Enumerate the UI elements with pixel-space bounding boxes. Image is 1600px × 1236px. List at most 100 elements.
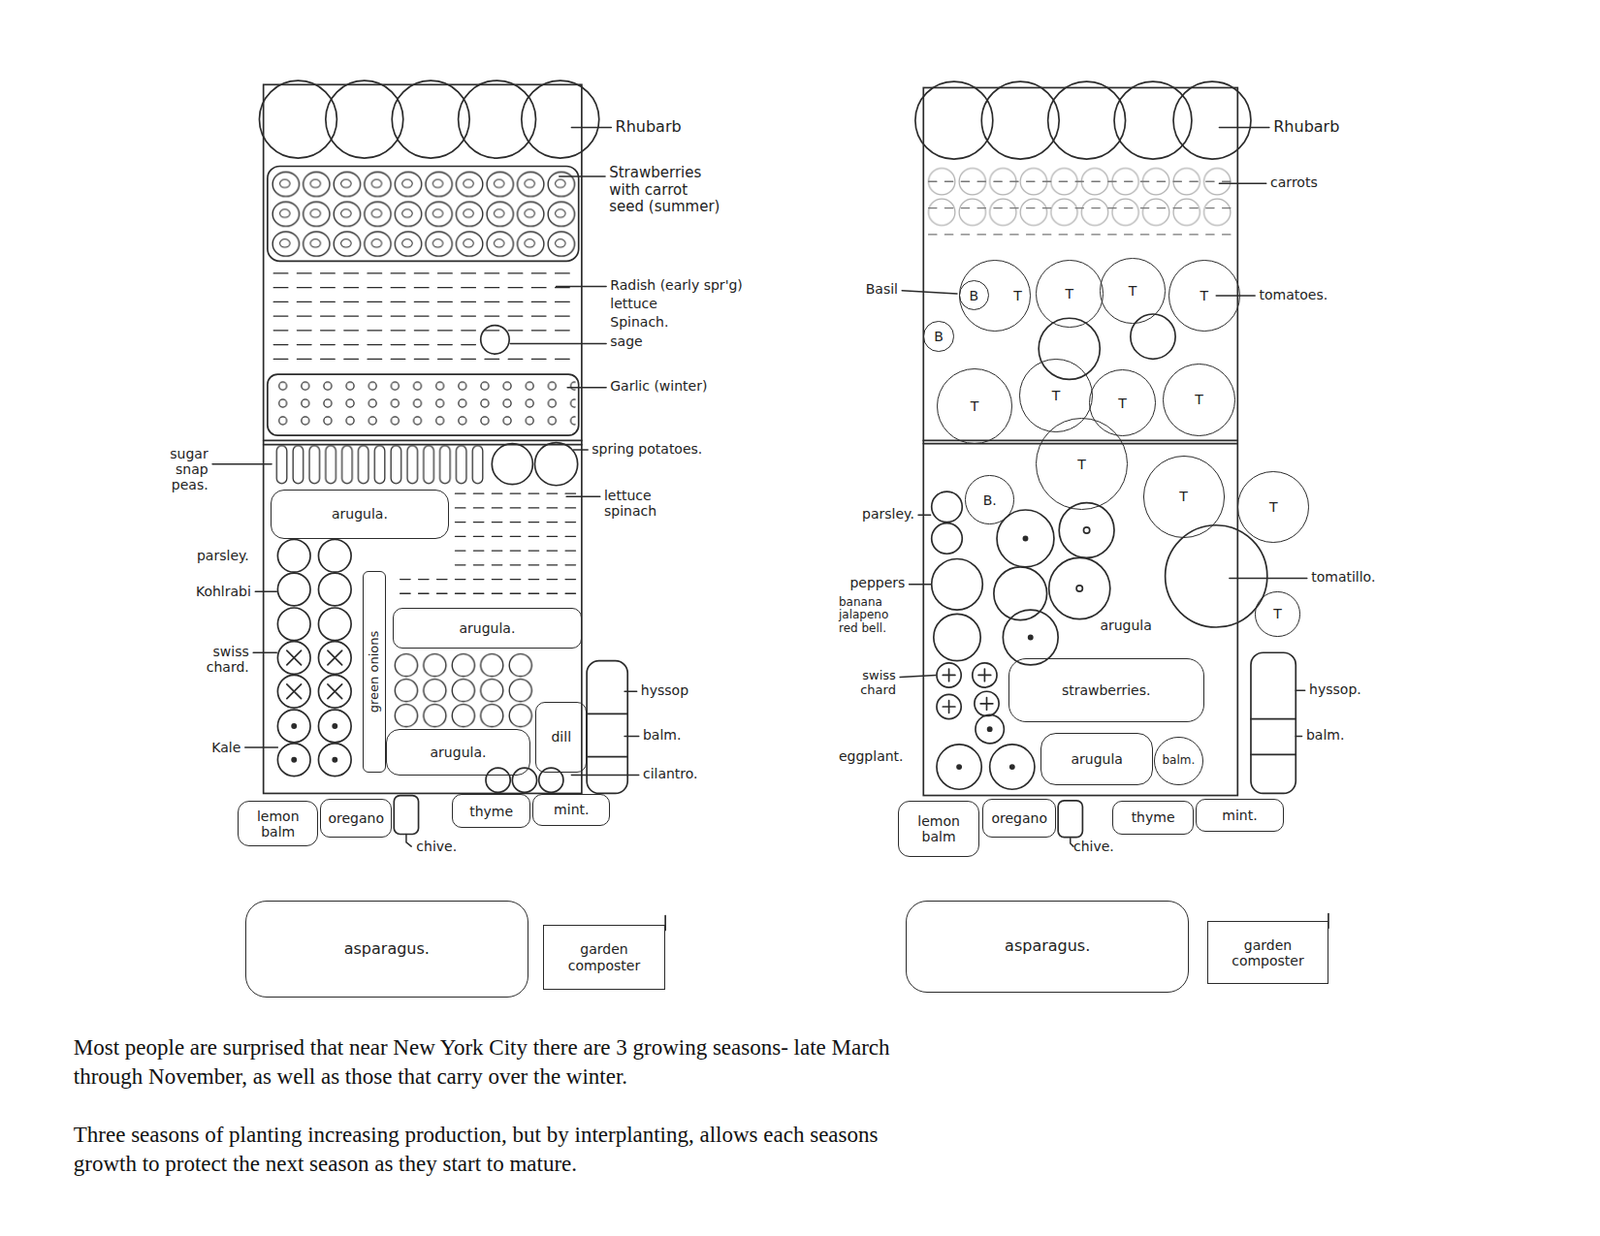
bed-area: lemon balm	[237, 800, 319, 847]
left-bed	[454, 507, 577, 509]
left-bed	[273, 444, 486, 487]
bed-area: arugula.	[270, 489, 449, 540]
leader-line	[571, 127, 611, 128]
left-bed	[270, 169, 577, 260]
leader-line	[212, 127, 640, 847]
leader-line	[1218, 127, 1270, 128]
left-bed	[400, 593, 578, 595]
plant-circle: B.	[964, 475, 1015, 525]
node-text: T	[1179, 488, 1188, 505]
plant-circle: balm.	[1153, 736, 1204, 787]
plant-label: Basil	[865, 281, 898, 297]
node-text: asparagus.	[1004, 937, 1090, 956]
plant-label: parsley.	[862, 506, 915, 522]
plant-label: spring potatoes.	[591, 441, 703, 457]
left-bed	[332, 758, 337, 763]
left-bed	[586, 713, 628, 716]
plant-label: Spinach.	[609, 314, 669, 330]
left-bed	[291, 724, 296, 729]
plant-label: lettuce	[609, 295, 658, 312]
node-text: green onions	[366, 631, 382, 713]
node-text: dill	[550, 729, 572, 745]
plant-circle: T	[1019, 358, 1093, 433]
node-text: T	[1065, 286, 1075, 302]
left-bed	[273, 344, 480, 346]
plant-label: chive.	[416, 838, 457, 855]
left-bed	[273, 287, 576, 288]
right-bed	[928, 207, 1236, 209]
node-text: T	[1194, 391, 1204, 408]
leader-line	[1229, 577, 1308, 579]
plant-circle: T	[936, 368, 1013, 445]
node-text: B	[933, 328, 944, 345]
node-text: balm.	[1161, 754, 1195, 768]
node-text: mint.	[553, 801, 589, 818]
right-bed	[1057, 800, 1083, 838]
plant-label: eggplant.	[838, 748, 904, 765]
bed-area: thyme	[451, 794, 531, 830]
plant-label: tomatoes.	[1259, 287, 1329, 303]
plant-label: parsley.	[196, 547, 250, 564]
left-bed	[318, 539, 352, 573]
left-bed	[277, 743, 311, 777]
bed-area: oregano	[982, 799, 1056, 838]
leader-line	[559, 175, 606, 177]
left-bed	[318, 608, 352, 641]
leader-line	[624, 736, 640, 737]
plant-label: Rhubarb	[615, 118, 682, 136]
left-bed	[521, 80, 600, 159]
left-bed	[400, 493, 578, 594]
right-bed	[1028, 635, 1033, 640]
leader-line	[918, 514, 931, 516]
plant-label: Kale	[211, 739, 241, 756]
plant-circle: TB	[959, 259, 1031, 332]
right-bed	[942, 669, 993, 713]
right-bed	[1130, 314, 1176, 359]
left-bed	[271, 377, 576, 430]
left-bed	[391, 652, 535, 729]
left-bed	[273, 273, 576, 359]
bed-area: dill	[535, 702, 587, 773]
right-bed	[1114, 81, 1192, 160]
left-bed	[273, 358, 576, 360]
right-bed	[915, 81, 1329, 928]
right-bed	[1076, 585, 1083, 592]
leader-line	[624, 691, 638, 693]
leader-line	[1216, 294, 1255, 296]
left-bed	[400, 578, 578, 580]
right-bed	[931, 558, 984, 610]
node-text: thyme	[1131, 809, 1176, 826]
node-text: thyme	[469, 803, 513, 820]
plant-circle: T	[1035, 417, 1128, 511]
plant-label: sugar snap peas.	[155, 446, 209, 493]
plant-circle: T	[1168, 259, 1241, 332]
right-bed	[931, 491, 963, 523]
left-bed	[277, 539, 311, 573]
leader-line	[1295, 736, 1302, 737]
leader-line	[901, 290, 958, 294]
leader-line	[571, 774, 639, 776]
bed-area: garden composter	[543, 925, 666, 990]
leader-line	[899, 674, 936, 677]
plant-circle: T	[1237, 471, 1310, 544]
right-bed	[957, 765, 961, 769]
plant-label: hyssop.	[1309, 681, 1362, 698]
right-bed	[990, 744, 1035, 790]
node-text: arugula.	[459, 620, 516, 637]
left-bed	[273, 329, 576, 331]
node-text: lemon balm	[901, 813, 976, 845]
plant-circle: T	[1099, 257, 1165, 323]
node-text: B.	[983, 492, 997, 509]
left-bed	[332, 724, 337, 729]
right-bed	[928, 233, 1236, 235]
bed-area: oregano	[320, 799, 392, 838]
right-bed	[926, 165, 1233, 227]
right-bed	[1058, 503, 1115, 559]
right-bed	[996, 510, 1055, 568]
plant-circle: T	[1162, 363, 1237, 438]
leader-line	[566, 496, 601, 498]
leader-line	[212, 463, 272, 465]
left-bed	[586, 661, 628, 795]
node-text: T	[1269, 499, 1279, 515]
